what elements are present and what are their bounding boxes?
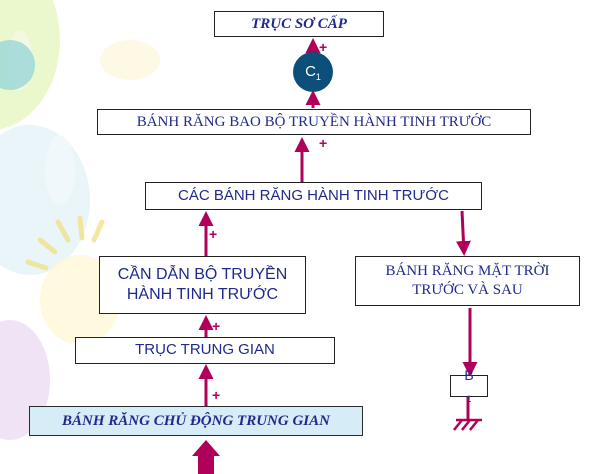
plus-sign: +: [212, 318, 221, 334]
banh-rang-mat-troi-label-line1: BÁNH RĂNG MẶT TRỜI: [385, 263, 550, 280]
plus-sign: +: [212, 387, 221, 403]
input-arrow: [192, 440, 220, 474]
can-dan-label-line1: CẦN DẪN BỘ TRUYỀN: [117, 266, 288, 283]
banh-rang-mat-troi-box: BÁNH RĂNG MẶT TRỜI TRƯỚC VÀ SAU: [355, 256, 580, 306]
plus-sign: +: [319, 39, 328, 55]
balloon-decoration: [45, 135, 75, 205]
arrow-cac-banh-rang-to-banh-rang-mat-troi: [455, 210, 471, 256]
banh-rang-chu-dong-label: BÁNH RĂNG CHỦ ĐỘNG TRUNG GIAN: [62, 412, 330, 429]
ground-symbol: [453, 418, 482, 431]
plus-sign: +: [319, 135, 328, 151]
banh-rang-bao-box: BÁNH RĂNG BAO BỘ TRUYỀN HÀNH TINH TRƯỚC: [97, 109, 531, 135]
truc-trung-gian-box: TRỤC TRUNG GIAN: [75, 337, 335, 364]
can-dan-label-line2: HÀNH TINH TRƯỚC: [126, 286, 279, 303]
truc-so-cap-box: TRỤC SƠ CẤP: [214, 11, 384, 37]
c1-label: C1: [305, 62, 321, 82]
clutch-c1-node: C1: [293, 52, 333, 92]
balloon-decoration: [0, 40, 35, 90]
banh-rang-chu-dong-box: BÁNH RĂNG CHỦ ĐỘNG TRUNG GIAN: [29, 406, 363, 436]
banh-rang-bao-label: BÁNH RĂNG BAO BỘ TRUYỀN HÀNH TINH TRƯỚC: [136, 113, 492, 130]
truc-so-cap-label: TRỤC SƠ CẤP: [251, 15, 347, 32]
plus-sign: +: [209, 226, 218, 242]
banh-rang-mat-troi-label-line2: TRƯỚC VÀ SAU: [412, 282, 523, 298]
truc-trung-gian-label: TRỤC TRUNG GIAN: [135, 341, 275, 359]
balloon-decoration: [100, 40, 160, 80]
sunburst-decoration: [25, 215, 105, 271]
cac-banh-rang-box: CÁC BÁNH RĂNG HÀNH TINH TRƯỚC: [145, 182, 482, 210]
cac-banh-rang-label: CÁC BÁNH RĂNG HÀNH TINH TRƯỚC: [178, 186, 449, 204]
can-dan-box: CẦN DẪN BỘ TRUYỀN HÀNH TINH TRƯỚC: [99, 256, 306, 314]
